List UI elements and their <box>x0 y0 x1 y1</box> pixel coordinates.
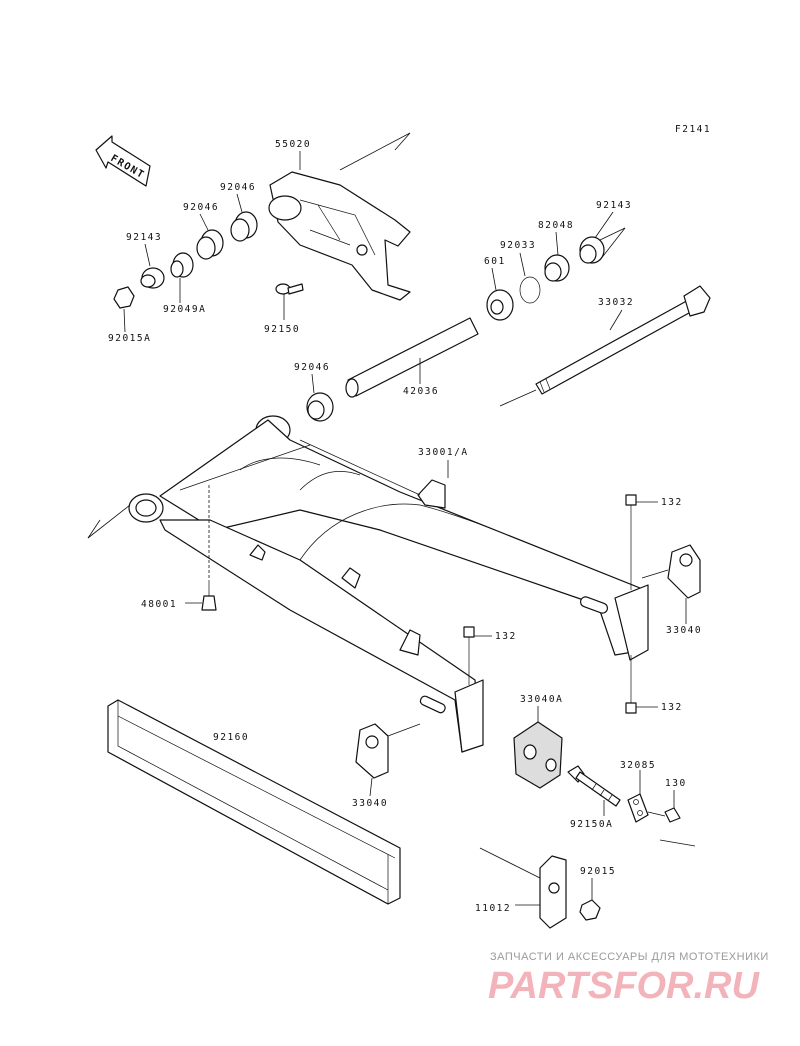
right-bearing-stack <box>486 236 605 321</box>
chain-adjuster-plate <box>627 793 681 823</box>
label-33040-right: 33040 <box>666 625 702 636</box>
watermark-tagline: ЗАПЧАСТИ И АКСЕССУАРЫ ДЛЯ МОТОТЕХНИКИ <box>490 951 769 963</box>
label-33032: 33032 <box>598 297 634 308</box>
label-601: 601 <box>484 256 506 267</box>
label-55020: 55020 <box>275 139 311 150</box>
label-132-bottom: 132 <box>661 702 683 713</box>
label-33001-a: 33001/A <box>418 447 469 458</box>
label-92143-b: 92143 <box>596 200 632 211</box>
bolt-92150-part <box>275 283 304 295</box>
label-92160: 92160 <box>213 732 249 743</box>
label-92015a: 92015A <box>108 333 151 344</box>
label-92046-a: 92046 <box>220 182 256 193</box>
bolt-132-parts <box>463 494 637 714</box>
label-92143-a: 92143 <box>126 232 162 243</box>
label-92049a: 92049A <box>163 304 206 315</box>
chain-slipper-part <box>107 699 401 905</box>
adjuster-bolt-part <box>567 765 621 807</box>
label-33040a: 33040A <box>520 694 563 705</box>
leader-lines <box>123 151 687 900</box>
label-32085: 32085 <box>620 760 656 771</box>
label-92015: 92015 <box>580 866 616 877</box>
swingarm-part <box>128 415 649 753</box>
adjuster-plate-right <box>667 544 701 599</box>
label-48001: 48001 <box>141 599 177 610</box>
grease-nipple-part <box>201 580 217 611</box>
pivot-shaft-part <box>535 285 711 395</box>
label-132-middle: 132 <box>495 631 517 642</box>
watermark-logo: PARTSFOR.RU <box>488 965 760 1007</box>
adjuster-plate-left <box>355 723 389 779</box>
label-92046-c: 92046 <box>294 362 330 373</box>
watermark: ЗАПЧАСТИ И АКСЕССУАРЫ ДЛЯ МОТОТЕХНИКИ PA… <box>488 951 769 1007</box>
label-82048: 82048 <box>538 220 574 231</box>
label-33040-left: 33040 <box>352 798 388 809</box>
front-arrow-icon: FRONT <box>95 135 151 187</box>
figure-code: F2141 <box>675 124 711 135</box>
chain-guide-bracket-part <box>539 855 601 929</box>
label-92046-b: 92046 <box>183 202 219 213</box>
left-bearing-stack <box>113 211 258 309</box>
chain-guide-part <box>268 171 411 301</box>
label-132-top: 132 <box>661 497 683 508</box>
label-92033: 92033 <box>500 240 536 251</box>
collar-and-sleeve <box>306 317 479 422</box>
label-11012: 11012 <box>475 903 511 914</box>
label-130: 130 <box>665 778 687 789</box>
label-92150a: 92150A <box>570 819 613 830</box>
label-92150: 92150 <box>264 324 300 335</box>
adjuster-block-part <box>513 721 563 789</box>
label-42036: 42036 <box>403 386 439 397</box>
